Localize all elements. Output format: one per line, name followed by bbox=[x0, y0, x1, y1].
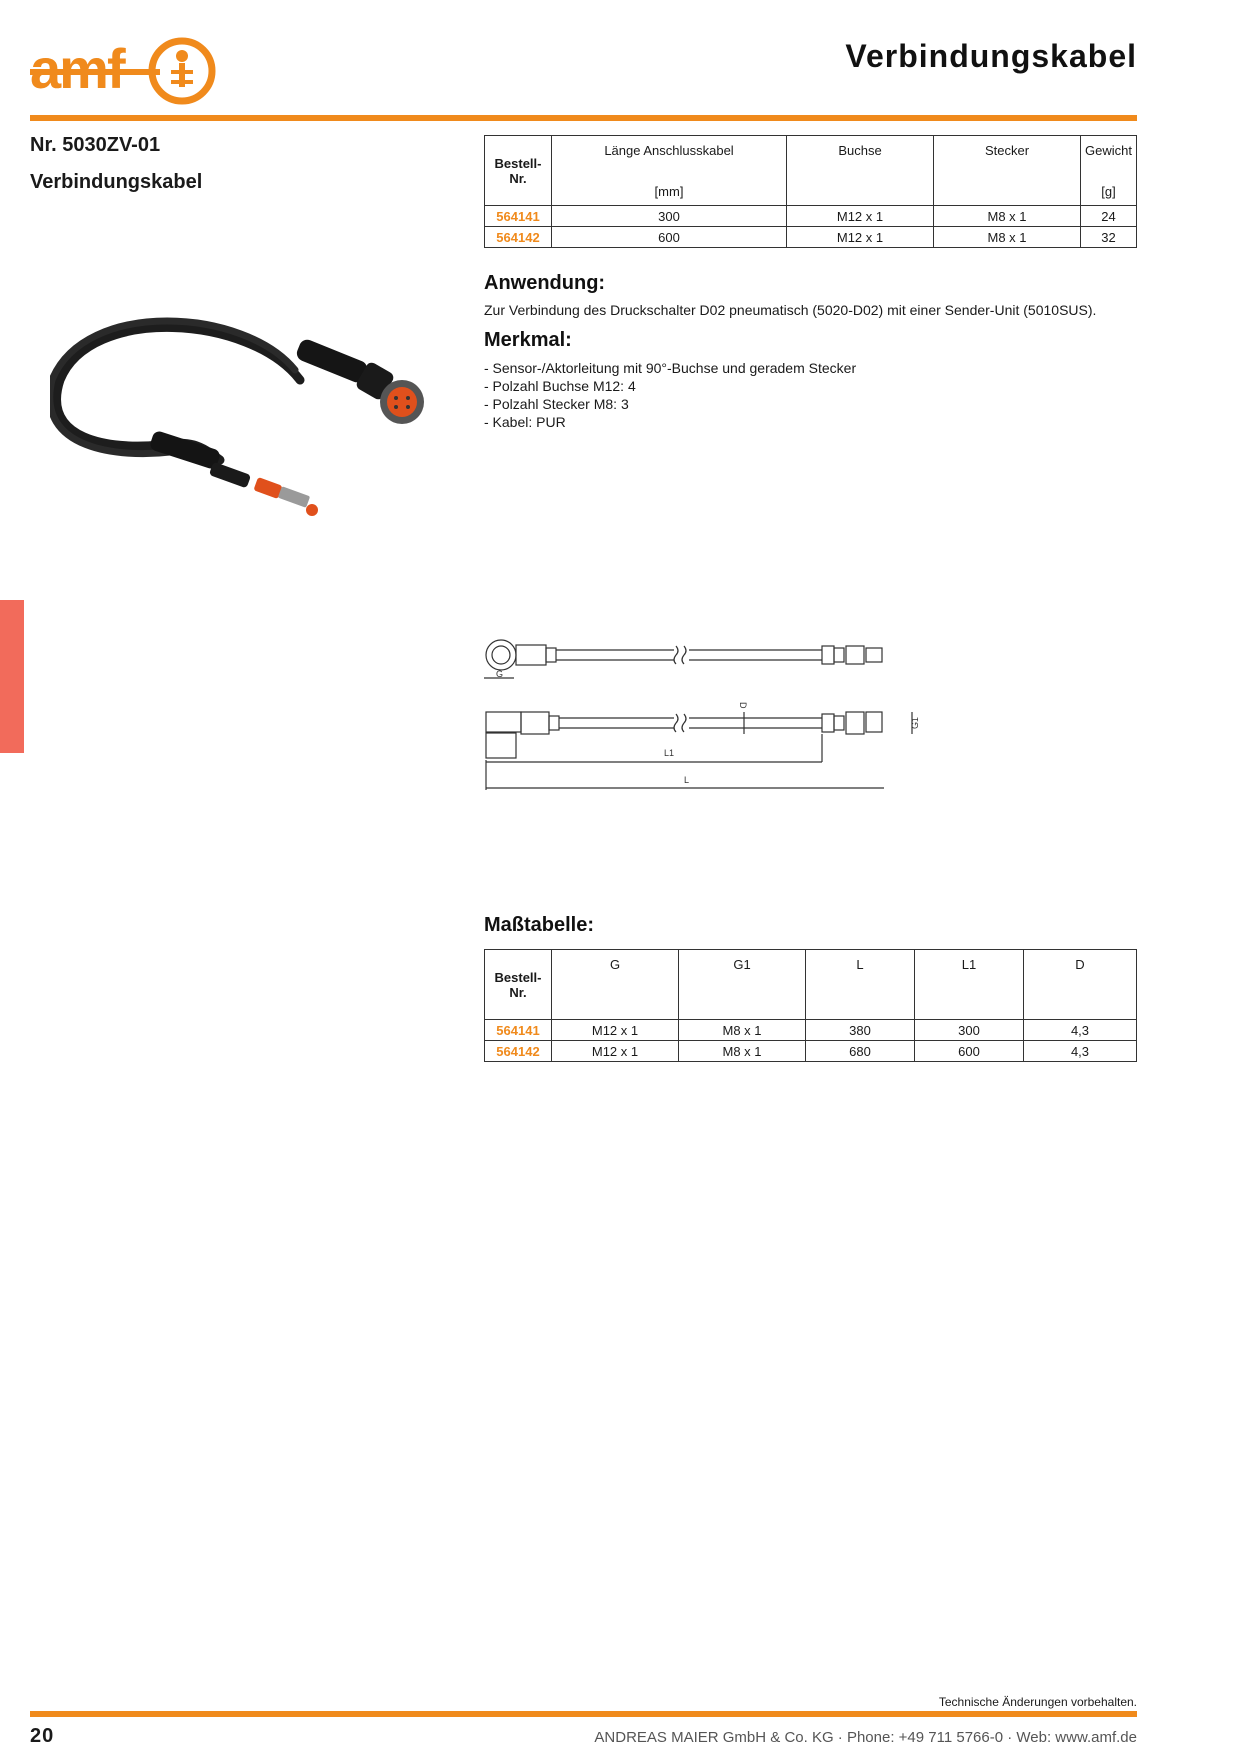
mass-col-l-label: L bbox=[856, 957, 864, 972]
dim-label-l: L bbox=[684, 775, 689, 785]
dim-label-g1: G1 bbox=[910, 717, 920, 729]
logo-text: amf bbox=[30, 37, 126, 100]
footer-company: ANDREAS MAIER GmbH & Co. KG · Phone: +49… bbox=[594, 1729, 1137, 1746]
table-cell: 300 bbox=[914, 1019, 1024, 1041]
table-cell: 680 bbox=[805, 1040, 915, 1062]
list-item: - Sensor-/Aktorleitung mit 90°-Buchse un… bbox=[484, 360, 857, 376]
spec-col-length-label: Länge Anschlusskabel bbox=[604, 143, 734, 158]
technical-drawing: G D G1 L1 L bbox=[484, 639, 920, 790]
mass-table: Bestell- Nr. G G1 L L1 D 564141 M12 x 1 … bbox=[484, 949, 1137, 1062]
spec-col-gewicht-unit: [g] bbox=[1101, 184, 1116, 199]
footer-rule bbox=[30, 1711, 1137, 1717]
order-number: 564141 bbox=[484, 205, 552, 227]
table-cell: 24 bbox=[1080, 205, 1137, 227]
mass-col-g-label: G bbox=[609, 957, 621, 972]
page-title: Verbindungskabel bbox=[845, 38, 1137, 74]
order-number: 564141 bbox=[484, 1019, 552, 1041]
product-number: Nr. 5030ZV-01 bbox=[30, 134, 161, 156]
mass-col-l1: L1 bbox=[914, 949, 1024, 1020]
dim-label-l1: L1 bbox=[664, 748, 674, 758]
spec-col-order: Bestell- Nr. bbox=[484, 135, 552, 206]
table-cell: M12 x 1 bbox=[786, 226, 934, 248]
product-name: Verbindungskabel bbox=[30, 171, 203, 193]
order-number: 564142 bbox=[484, 226, 552, 248]
spec-col-stecker-label: Stecker bbox=[984, 143, 1030, 158]
anwendung-text: Zur Verbindung des Druckschalter D02 pne… bbox=[484, 302, 1097, 318]
table-cell: 600 bbox=[551, 226, 787, 248]
spec-col-gewicht-label: Gewicht bbox=[1085, 143, 1132, 158]
table-cell: 32 bbox=[1080, 226, 1137, 248]
amf-logo: amf bbox=[30, 37, 216, 105]
table-cell: M8 x 1 bbox=[678, 1040, 806, 1062]
list-item: - Polzahl Stecker M8: 3 bbox=[484, 396, 629, 412]
spec-col-length: Länge Anschlusskabel [mm] bbox=[551, 135, 787, 206]
mass-col-l: L bbox=[805, 949, 915, 1020]
table-cell: 380 bbox=[805, 1019, 915, 1041]
table-cell: 600 bbox=[914, 1040, 1024, 1062]
table-cell: M12 x 1 bbox=[551, 1019, 679, 1041]
cable-photo bbox=[50, 317, 424, 516]
spec-table: Bestell- Nr. Länge Anschlusskabel [mm] B… bbox=[484, 135, 1137, 248]
merkmal-heading: Merkmal: bbox=[484, 329, 572, 351]
list-item: - Kabel: PUR bbox=[484, 414, 566, 430]
table-row: 564142 600 M12 x 1 M8 x 1 32 bbox=[484, 226, 1137, 248]
mass-col-g1: G1 bbox=[678, 949, 806, 1020]
mass-col-d-label: D bbox=[1075, 957, 1085, 972]
anwendung-heading: Anwendung: bbox=[484, 272, 606, 294]
table-row: 564141 M12 x 1 M8 x 1 380 300 4,3 bbox=[484, 1019, 1137, 1041]
table-cell: 4,3 bbox=[1023, 1019, 1137, 1041]
table-row: 564142 M12 x 1 M8 x 1 680 600 4,3 bbox=[484, 1040, 1137, 1062]
table-cell: M8 x 1 bbox=[678, 1019, 806, 1041]
dim-label-g: G bbox=[496, 669, 503, 679]
header-rule bbox=[30, 115, 1137, 121]
mass-col-l1-label: L1 bbox=[961, 957, 977, 972]
mass-table-heading: Maßtabelle: bbox=[484, 914, 595, 936]
dim-label-d: D bbox=[738, 702, 748, 709]
side-tab bbox=[0, 600, 24, 753]
mass-col-order: Bestell- Nr. bbox=[484, 949, 552, 1020]
table-cell: 4,3 bbox=[1023, 1040, 1137, 1062]
spec-col-buchse-label: Buchse bbox=[838, 143, 882, 158]
merkmal-list: - Sensor-/Aktorleitung mit 90°-Buchse un… bbox=[484, 359, 1137, 431]
table-cell: M8 x 1 bbox=[933, 205, 1081, 227]
table-cell: M12 x 1 bbox=[551, 1040, 679, 1062]
mass-col-g: G bbox=[551, 949, 679, 1020]
table-row: 564141 300 M12 x 1 M8 x 1 24 bbox=[484, 205, 1137, 227]
spec-col-gewicht: Gewicht [g] bbox=[1080, 135, 1137, 206]
list-item: - Polzahl Buchse M12: 4 bbox=[484, 378, 636, 394]
table-cell: 300 bbox=[551, 205, 787, 227]
order-number: 564142 bbox=[484, 1040, 552, 1062]
footer-note: Technische Änderungen vorbehalten. bbox=[938, 1695, 1137, 1709]
page-number: 20 bbox=[30, 1725, 55, 1747]
mass-col-d: D bbox=[1023, 949, 1137, 1020]
table-cell: M8 x 1 bbox=[933, 226, 1081, 248]
spec-col-buchse: Buchse bbox=[786, 135, 934, 206]
table-cell: M12 x 1 bbox=[786, 205, 934, 227]
spec-col-stecker: Stecker bbox=[933, 135, 1081, 206]
spec-col-length-unit: [mm] bbox=[654, 184, 684, 199]
mass-col-g1-label: G1 bbox=[733, 957, 751, 972]
